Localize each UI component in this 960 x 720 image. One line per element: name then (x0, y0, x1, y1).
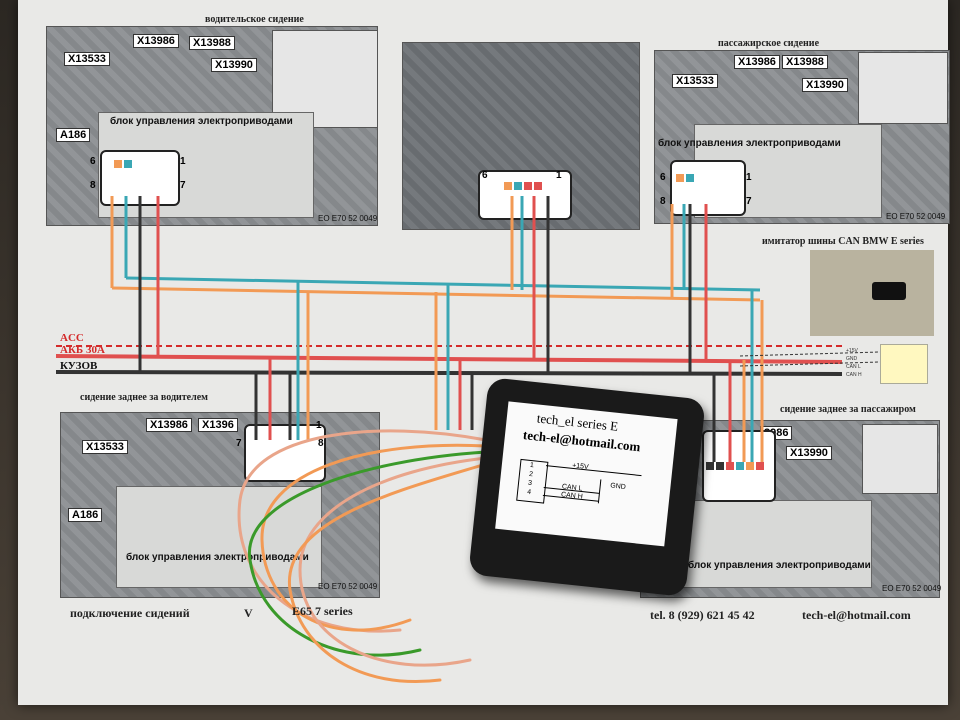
rear-driver-label-x13533: X13533 (82, 440, 128, 454)
passenger-code: EO E70 52 0049 (886, 212, 946, 221)
passenger-seat-inset (858, 52, 948, 124)
rear-passenger-module-title: блок управления электроприводами (688, 560, 871, 571)
passenger-label-x13988: X13988 (782, 55, 828, 69)
rear-driver-pin-1: 1 (316, 420, 322, 431)
pin-table-row-2: GND (846, 356, 858, 362)
rear-passenger-code: EO E70 52 0049 (882, 584, 942, 593)
footer-v: V (244, 606, 253, 620)
center-connector (478, 170, 572, 220)
rear-passenger-title: сидение заднее за пассажиром (780, 404, 916, 415)
can-h-line (125, 276, 761, 292)
footer-phone: tel. 8 (929) 621 45 42 (650, 608, 755, 622)
passenger-pin-1: 1 (746, 172, 752, 183)
driver-pin-1: 1 (180, 156, 186, 167)
passenger-pin-6: 6 (660, 172, 666, 183)
rear-driver-module (116, 486, 322, 588)
driver-label-x13988: X13988 (189, 36, 235, 50)
rear-passenger-inset (862, 424, 938, 494)
footer-email: tech-el@hotmail.com (802, 608, 911, 622)
driver-label-x13533: X13533 (64, 52, 110, 66)
passenger-connector (670, 160, 746, 216)
center-pin-1: 1 (556, 170, 562, 181)
center-pin-6: 6 (482, 170, 488, 181)
can-emulator-device (872, 282, 906, 300)
driver-seat-title: водительское сидение (205, 14, 304, 25)
passenger-pin-8: 8 (660, 196, 666, 207)
pin-table-row-4: CAN H (846, 372, 862, 378)
pin-table-row-1: +15V (846, 348, 858, 354)
loose-wires (237, 429, 488, 683)
akb-label: АКБ 30А (60, 344, 105, 356)
passenger-seat-title: пассажирское сидение (718, 38, 820, 49)
pin-table-row-3: CAN L (846, 364, 861, 370)
can-emulator-caption: имитатор шины CAN BMW E series (762, 236, 924, 247)
body-label: КУЗОВ (60, 360, 98, 372)
passenger-label-x13986: X13986 (734, 55, 780, 69)
rear-driver-code: EO E70 52 0049 (318, 582, 378, 591)
rear-driver-module-title: блок управления электроприводами (126, 552, 309, 563)
rear-driver-label-a186: A186 (68, 508, 103, 522)
rear-driver-label-x1396: X1396 (198, 418, 238, 432)
passenger-label-x13990: X13990 (802, 78, 848, 92)
rear-driver-pin-8: 8 (318, 438, 324, 449)
driver-pin-6: 6 (90, 156, 96, 167)
rear-driver-label-x13986: X13986 (146, 418, 192, 432)
rear-passenger-label-x13990: X13990 (786, 446, 832, 460)
footer-model: E65 7 series (292, 604, 353, 618)
driver-label-x13986: X13986 (133, 34, 179, 48)
passenger-label-x13533: X13533 (672, 74, 718, 88)
adapter-schematic (542, 465, 642, 504)
passenger-module-title: блок управления электроприводами (658, 138, 841, 149)
driver-code: EO E70 52 0049 (318, 214, 378, 223)
driver-label-a186: A186 (56, 128, 91, 142)
footer-left: подключение сидений (70, 606, 190, 620)
passenger-pin-7: 7 (746, 196, 752, 207)
acc-label: ACC (60, 332, 84, 344)
driver-label-x13990: X13990 (211, 58, 257, 72)
pin-table (880, 344, 928, 384)
adapter-sticker: tech_el series E tech-el@hotmail.com 1 2… (495, 401, 678, 547)
rear-driver-pin-7: 7 (236, 438, 242, 449)
driver-pin-7: 7 (180, 180, 186, 191)
adapter-box: tech_el series E tech-el@hotmail.com 1 2… (468, 377, 706, 597)
driver-pin-8: 8 (90, 180, 96, 191)
driver-seat-inset (272, 30, 378, 128)
driver-module-title: блок управления электроприводами (110, 116, 293, 127)
rear-driver-title: сидение заднее за водителем (80, 392, 208, 403)
